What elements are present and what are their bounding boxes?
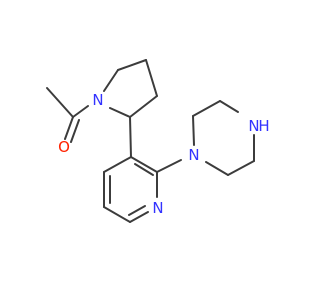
bond-pip-c2-c3 <box>192 100 221 117</box>
bond-c5-c4 <box>117 59 147 71</box>
bond-carbonyl-nitrogen <box>72 105 89 118</box>
bond-carbonyl-oxygen-b <box>70 119 80 143</box>
bond-methyl-carbonyl <box>46 87 74 118</box>
bond-pip-n1-c2 <box>192 115 195 146</box>
bond-py-c2-pip-n <box>156 159 182 173</box>
atom-o-carbonyl: O <box>58 138 70 156</box>
atom-n-pyrrolidine: N <box>92 91 103 109</box>
bond-pip-c5-c6 <box>227 160 255 176</box>
bond-py-c3-c2-inner <box>134 163 154 176</box>
bond-c3-c2 <box>129 95 158 118</box>
atom-h-piperazine: H <box>258 117 269 135</box>
atom-n-piperazine-aryl: N <box>188 146 199 164</box>
bond-py-c4-c3 <box>103 156 132 173</box>
bond-pip-c6-n1 <box>205 161 229 176</box>
bond-pip-c3-n4 <box>219 100 239 113</box>
bond-c2-n <box>109 107 131 118</box>
atom-n-pyridine: N <box>152 199 163 217</box>
bonds <box>46 59 255 223</box>
atom-labels: N O N N H N <box>58 91 270 217</box>
bond-c4-c3 <box>145 59 158 97</box>
bond-py-n-c6-a <box>129 211 149 223</box>
bond-n-c5 <box>103 69 119 92</box>
bond-py-c3-c2 <box>130 156 158 173</box>
bond-c2-pyridine <box>129 116 132 158</box>
bond-py-c6-c5 <box>103 206 131 223</box>
atom-n-piperazine-h: N <box>248 117 259 135</box>
bond-py-n-c6-b <box>128 205 146 216</box>
molecule-diagram: N O N N H N <box>46 59 270 223</box>
bond-carbonyl-oxygen-a <box>64 116 74 140</box>
